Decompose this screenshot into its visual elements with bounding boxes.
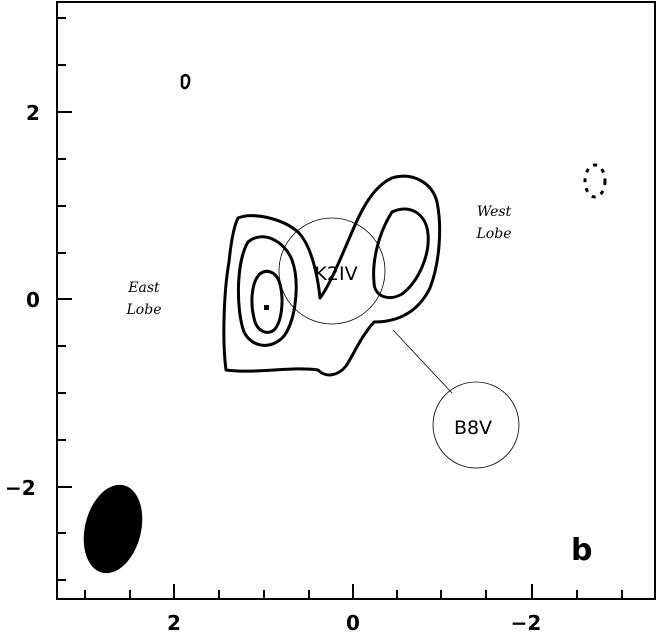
contour-isolated-small [180,73,191,90]
east-lobe-label-line2: Lobe [126,302,162,318]
y-tick-label-0: 0 [26,288,40,312]
x-axis-ticks [84,584,623,599]
y-tick-label-2: 2 [26,101,40,125]
b8v-label: B8V [454,417,492,439]
b8v-star-circle [432,381,520,469]
negative-contour-dashed [583,163,607,199]
west-lobe-label-line2: Lobe [476,226,512,242]
west-lobe-label-line1: West [477,204,512,220]
x-tick-label-0: 0 [346,611,360,635]
k2iv-label: K2IV [314,263,357,285]
radio-contours [180,73,442,377]
connector-line [392,329,453,394]
contour-east-mid [236,235,298,347]
contour-west-inner [372,207,430,299]
beam-ellipse [83,484,143,574]
y-axis-ticks [57,17,72,581]
contour-east-inner [250,269,284,334]
x-tick-label-2: 2 [167,611,181,635]
peak-marker [264,305,269,310]
plot-frame [56,1,656,600]
k2iv-star-circle [278,217,386,325]
east-lobe-label-line1: East [127,280,160,296]
panel-letter: b [571,533,592,568]
x-tick-label-neg2: −2 [511,611,542,635]
y-tick-label-neg2: −2 [5,476,36,500]
contour-outer [222,174,442,377]
